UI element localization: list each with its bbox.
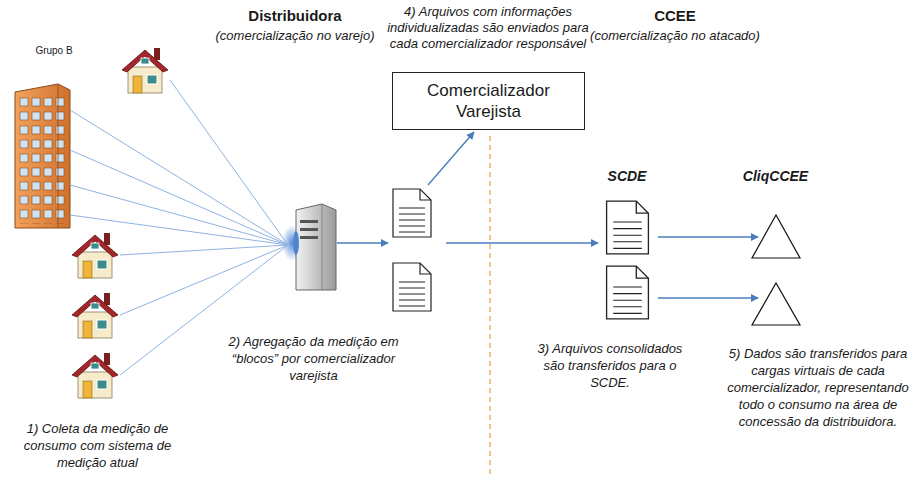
flow-arrow [658, 237, 758, 238]
section-title: Distribuidora [215, 6, 375, 25]
group-label: Grupo B [24, 44, 84, 57]
meter-lines [70, 80, 288, 375]
connector-line [70, 215, 288, 245]
consumer-group: Grupo B1) Coleta da medição de consumo c… [10, 42, 175, 402]
connector-line [428, 132, 474, 185]
connector-line [658, 297, 758, 298]
cliqccee-loads: CliqCCEE5) Dados são transferidos para c… [748, 168, 803, 328]
flow-arrow [658, 298, 758, 299]
connector-line [70, 185, 288, 245]
aggregation-server: 2) Agregação da medição em “blocos” por … [288, 188, 438, 315]
connector-line [120, 245, 288, 255]
section-subtitle: (comercialização no varejo) [190, 27, 400, 44]
step-caption: 4) Arquivos com informações individualiz… [372, 4, 604, 52]
connector-line [70, 110, 288, 245]
section-subtitle: (comercialização no atacado) [570, 27, 780, 44]
flow-arrow [446, 243, 598, 244]
scde-files: SCDE3) Arquivos consolidados são transfe… [602, 168, 652, 320]
connector-line [120, 245, 288, 315]
system-name: CliqCCEE [718, 168, 833, 185]
step-caption: 1) Coleta da medição de consumo com sist… [10, 420, 185, 471]
connector-line [70, 150, 288, 245]
retailer-box: Comercializador Varejista [392, 72, 585, 130]
step-caption: 5) Dados são transferidos para cargas vi… [721, 345, 915, 430]
connector-line [446, 242, 598, 243]
connector-line [658, 236, 758, 237]
section-title: CCEE [620, 6, 730, 25]
step-caption: 3) Arquivos consolidados são transferido… [535, 340, 685, 391]
step-caption: 2) Agregação da medição em “blocos” por … [226, 333, 401, 384]
system-name: SCDE [582, 168, 672, 185]
flow-arrow [428, 132, 474, 185]
box-title: Comercializador Varejista [402, 80, 575, 122]
connector-line [170, 80, 288, 245]
